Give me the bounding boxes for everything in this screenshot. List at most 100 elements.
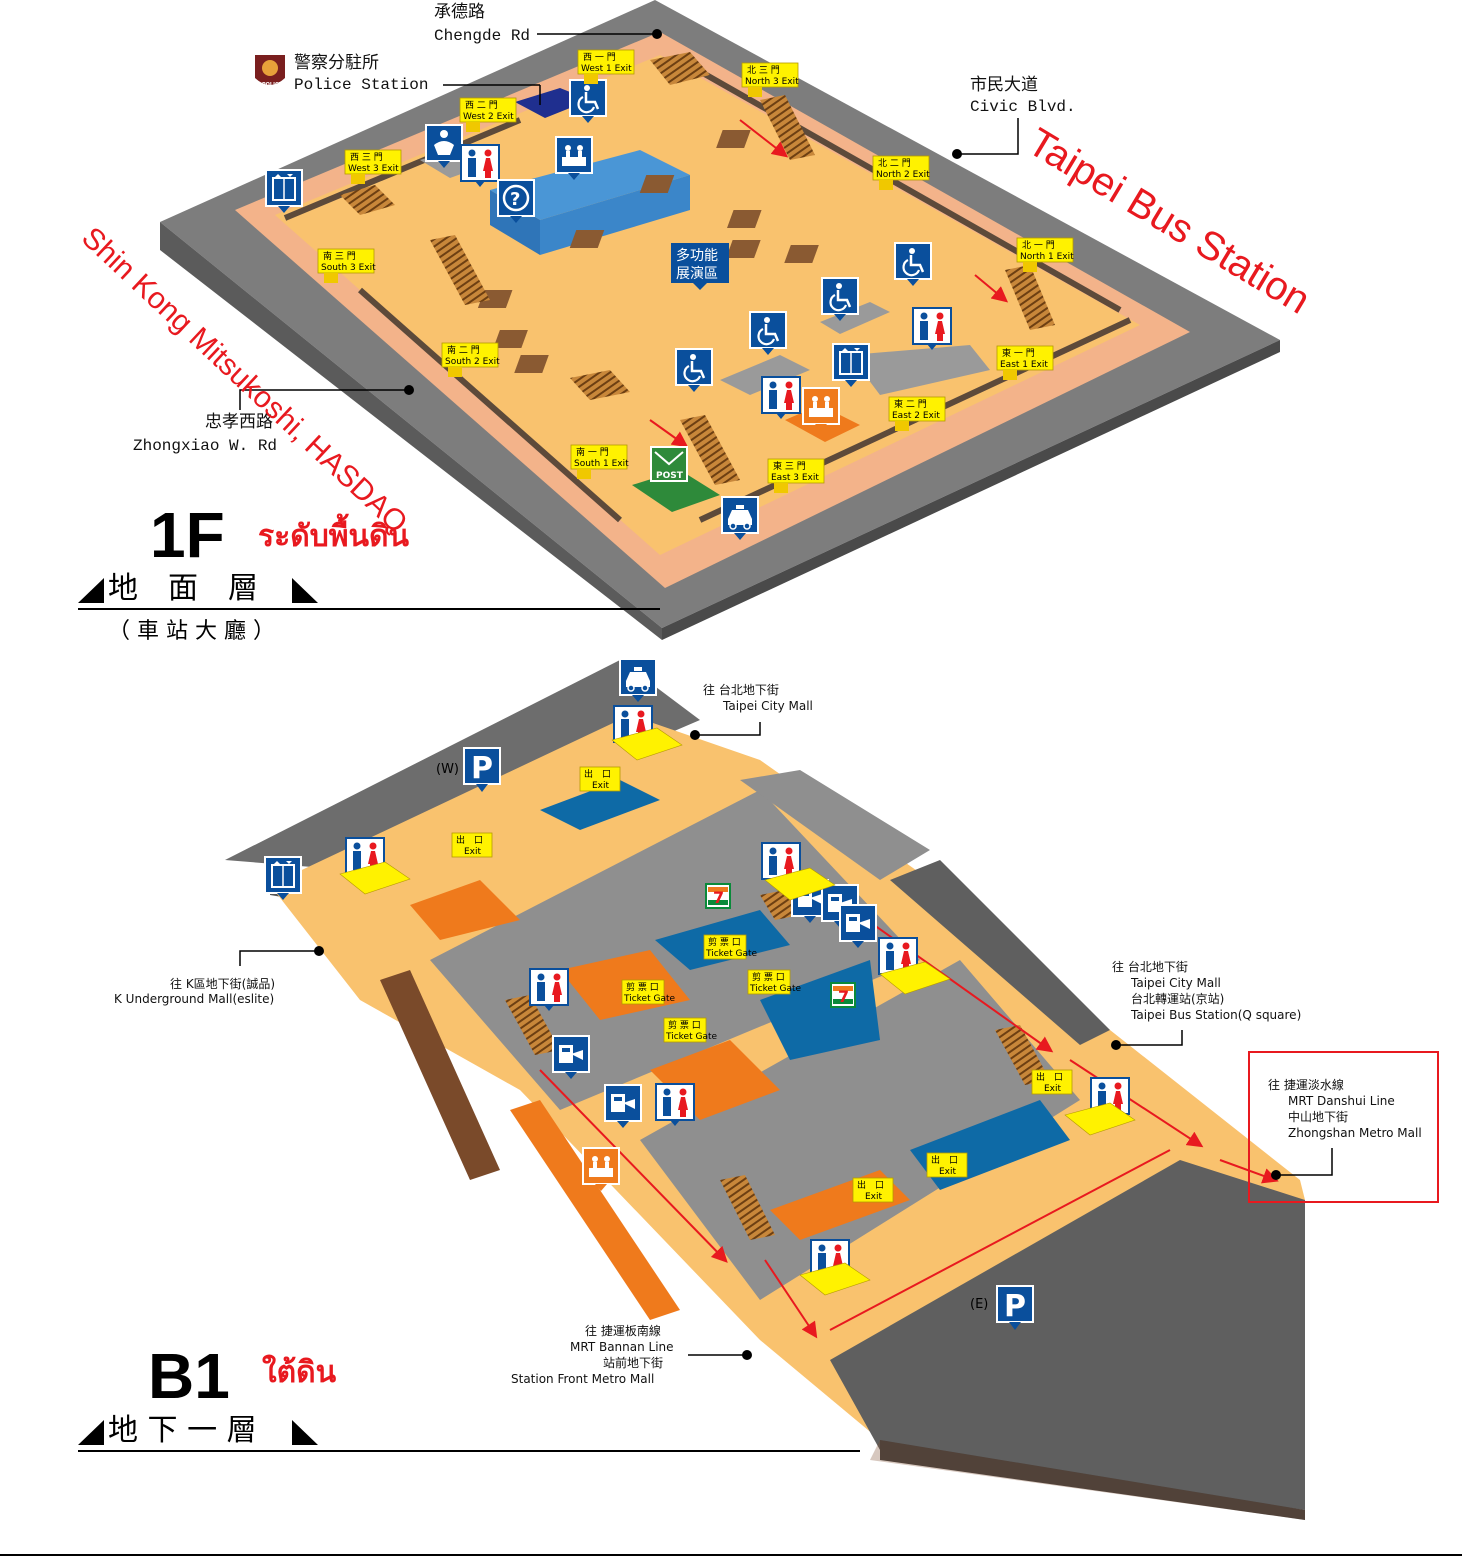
svg-text:北 三 門: 北 三 門 [747, 65, 780, 76]
dest-city-mall-top-cn: 往 台北地下街 [703, 682, 779, 697]
taxi-icon [619, 658, 657, 702]
svg-text:出 口: 出 口 [857, 1179, 884, 1191]
floor-1f-subtitle: （ 車 站 大 廳 ） [108, 619, 275, 644]
svg-text:東 一 門: 東 一 門 [1002, 347, 1035, 359]
svg-text:Ticket Gate: Ticket Gate [749, 984, 802, 994]
dest-bannan-4: Station Front Metro Mall [511, 1372, 654, 1386]
svg-text:剪 票 口: 剪 票 口 [668, 1019, 701, 1031]
svg-text:東 二 門: 東 二 門 [894, 398, 927, 410]
svg-text:7: 7 [713, 888, 724, 907]
svg-text:展演區: 展演區 [676, 266, 718, 282]
elevator-icon [832, 343, 870, 387]
svg-text:Exit: Exit [592, 781, 610, 791]
ticket-machine-icon [552, 1035, 590, 1079]
dest-k-mall-en: K Underground Mall(eslite) [114, 992, 274, 1006]
dest-bannan-3: 站前地下街 [603, 1355, 663, 1370]
info-kiosk [764, 867, 836, 901]
restroom-icon [529, 968, 569, 1011]
dest-danshui-2: MRT Danshui Line [1288, 1094, 1395, 1108]
floor-1f-thai: ระดับพื้นดิน [258, 513, 410, 553]
svg-text:East 2 Exit: East 2 Exit [892, 411, 940, 421]
chengde-en: Chengde Rd [434, 27, 530, 45]
dest-right-3: 台北轉運站(京站) [1131, 991, 1224, 1006]
svg-text:Exit: Exit [865, 1192, 883, 1202]
svg-text:南 一 門: 南 一 門 [576, 446, 609, 458]
dest-right-4: Taipei Bus Station(Q square) [1130, 1008, 1301, 1022]
svg-text:剪 票 口: 剪 票 口 [626, 981, 659, 993]
multifunction-hall-sign: 多功能 展演區 [671, 243, 729, 290]
pillars [477, 130, 819, 373]
convenience-store-icon: 7 [705, 883, 731, 909]
svg-text:剪 票 口: 剪 票 口 [752, 971, 785, 983]
svg-text:Exit: Exit [939, 1167, 957, 1177]
svg-text:West 3 Exit: West 3 Exit [348, 164, 399, 174]
dest-k-mall-cn: 往 K區地下街(誠品) [170, 976, 275, 991]
ticket-machine-icon [604, 1084, 642, 1128]
svg-text:西 二 門: 西 二 門 [465, 100, 498, 111]
svg-text:北 一 門: 北 一 門 [1022, 240, 1055, 251]
police-station-cn: 警察分駐所 [294, 53, 379, 73]
svg-text:西 一 門: 西 一 門 [583, 52, 616, 63]
parking-west-label: (W) [436, 762, 459, 777]
baby-care-icon [425, 124, 463, 168]
elevator-icon [264, 856, 302, 900]
svg-text:出 口: 出 口 [1036, 1071, 1063, 1083]
svg-text:East 1 Exit: East 1 Exit [1000, 360, 1048, 370]
info-kiosk [799, 1262, 871, 1296]
taxi-icon [721, 496, 759, 540]
ticket-counter-icon [582, 1147, 620, 1191]
svg-text:南 三 門: 南 三 門 [323, 250, 356, 262]
dest-bannan-1: 往 捷運板南線 [585, 1323, 661, 1338]
chengde-cn: 承德路 [434, 2, 485, 22]
accessible-icon [749, 311, 787, 355]
parking-east-icon: P [996, 1285, 1034, 1330]
svg-text:北 二 門: 北 二 門 [878, 158, 911, 169]
dest-right-2: Taipei City Mall [1130, 976, 1221, 990]
civic-cn: 市民大道 [970, 75, 1038, 95]
svg-text:West 2 Exit: West 2 Exit [463, 112, 514, 122]
svg-text:出 口: 出 口 [456, 834, 483, 846]
zhongxiao-en: Zhongxiao W. Rd [133, 437, 277, 455]
dest-right-1: 往 台北地下街 [1112, 959, 1188, 974]
restroom-icon [655, 1083, 695, 1126]
svg-text:出 口: 出 口 [584, 768, 611, 780]
platform-east [830, 1160, 1305, 1510]
civic-en: Civic Blvd. [970, 98, 1076, 116]
platform-west [225, 660, 700, 870]
dest-danshui-3: 中山地下街 [1288, 1109, 1348, 1124]
svg-text:剪 票 口: 剪 票 口 [708, 936, 741, 948]
svg-text:Ticket Gate: Ticket Gate [623, 994, 676, 1004]
svg-text:7: 7 [838, 987, 849, 1006]
svg-text:P: P [471, 751, 493, 786]
accessible-icon [894, 242, 932, 286]
svg-text:Ticket Gate: Ticket Gate [705, 949, 758, 959]
zhongxiao-cn: 忠孝西路 [205, 412, 273, 432]
svg-text:South 1 Exit: South 1 Exit [574, 459, 629, 469]
dest-danshui-4: Zhongshan Metro Mall [1288, 1126, 1422, 1140]
accessible-icon [821, 277, 859, 321]
svg-text:多功能: 多功能 [676, 247, 718, 264]
svg-text:東 三 門: 東 三 門 [773, 460, 806, 472]
svg-text:Exit: Exit [464, 847, 482, 857]
ticket-counter-icon [802, 387, 840, 431]
dest-danshui-1: 往 捷運淡水線 [1268, 1077, 1344, 1092]
floor-1f: 承德路 Chengde Rd 市民大道 Civic Blvd. 忠孝西路 Zho… [75, 0, 1317, 644]
svg-text:South 2 Exit: South 2 Exit [445, 357, 500, 367]
accessible-icon [675, 348, 713, 392]
